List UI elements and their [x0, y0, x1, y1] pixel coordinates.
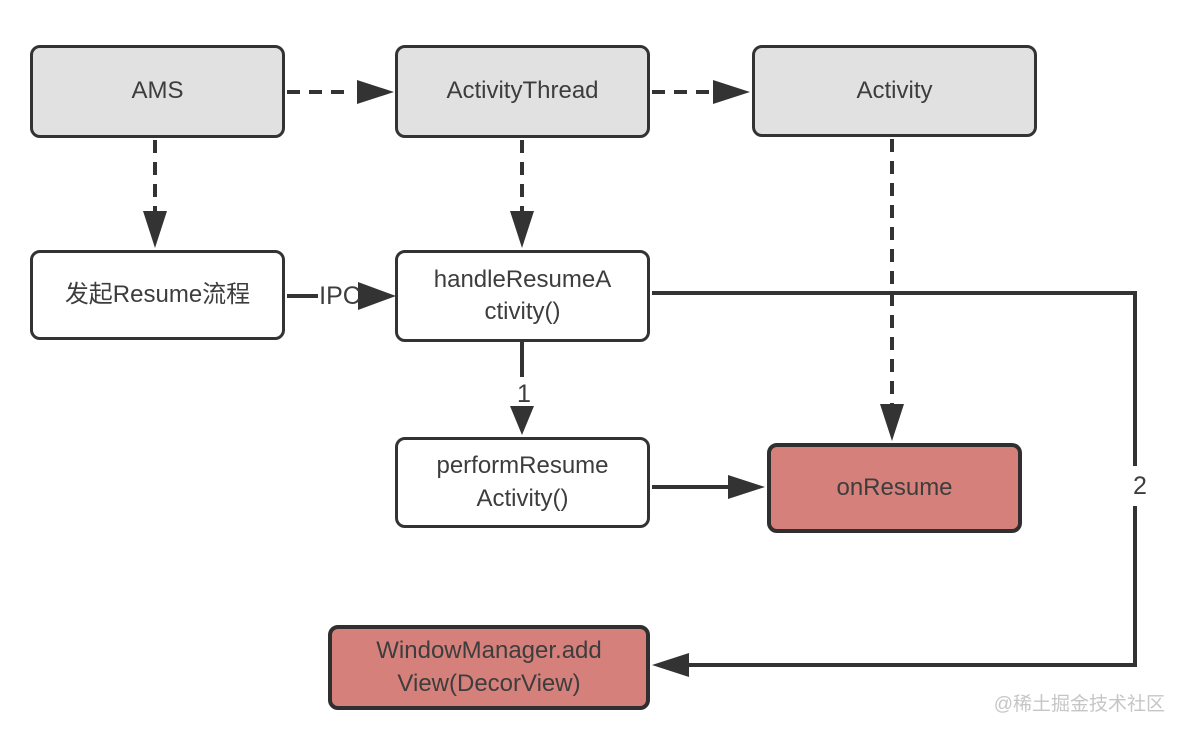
node-activity-thread-label: ActivityThread	[446, 77, 599, 105]
arrowhead-performresume-onresume	[728, 475, 765, 499]
edge-label-step-1: 1	[517, 380, 531, 408]
node-activity: Activity	[752, 45, 1037, 137]
arrowhead-startresume-handleresume	[358, 282, 396, 310]
node-handle-resume-activity: handleResumeA ctivity()	[395, 250, 650, 342]
node-perform-resume-line2: Activity()	[476, 484, 569, 512]
node-window-manager-line2: View(DecorView)	[397, 669, 581, 697]
node-activity-label: Activity	[856, 76, 933, 104]
node-perform-resume-activity: performResume Activity()	[395, 437, 650, 528]
node-handle-resume-line1: handleResumeA	[433, 265, 612, 293]
edge-handleresume-windowmanager	[652, 291, 1137, 667]
arrowhead-activitythread-activity	[713, 80, 750, 104]
edge-label-step-2: 2	[1133, 472, 1147, 500]
node-activity-thread: ActivityThread	[395, 45, 650, 138]
node-on-resume: onResume	[767, 443, 1022, 533]
watermark-juejin-community: @稀土掘金技术社区	[993, 694, 1165, 715]
arrowhead-activitythread-handleresume	[510, 211, 534, 248]
edge-label-ipc: IPC	[319, 282, 361, 310]
node-perform-resume-line1: performResume	[436, 452, 609, 480]
arrowhead-ams-startresume	[143, 211, 167, 248]
node-window-manager-addview: WindowManager.add View(DecorView)	[328, 625, 650, 710]
node-handle-resume-line2: ctivity()	[484, 298, 561, 325]
node-start-resume: 发起Resume流程	[30, 250, 285, 340]
node-ams: AMS	[30, 45, 285, 138]
node-window-manager-line1: WindowManager.add	[376, 637, 602, 665]
node-start-resume-label: 发起Resume流程	[64, 280, 251, 308]
arrowhead-handleresume-performresume	[510, 406, 534, 435]
arrowhead-handleresume-windowmanager	[652, 653, 689, 677]
arrowhead-ams-activitythread	[357, 80, 394, 104]
arrowhead-activity-onresume	[880, 404, 904, 441]
node-on-resume-label: onResume	[836, 473, 953, 501]
node-ams-label: AMS	[131, 77, 184, 105]
